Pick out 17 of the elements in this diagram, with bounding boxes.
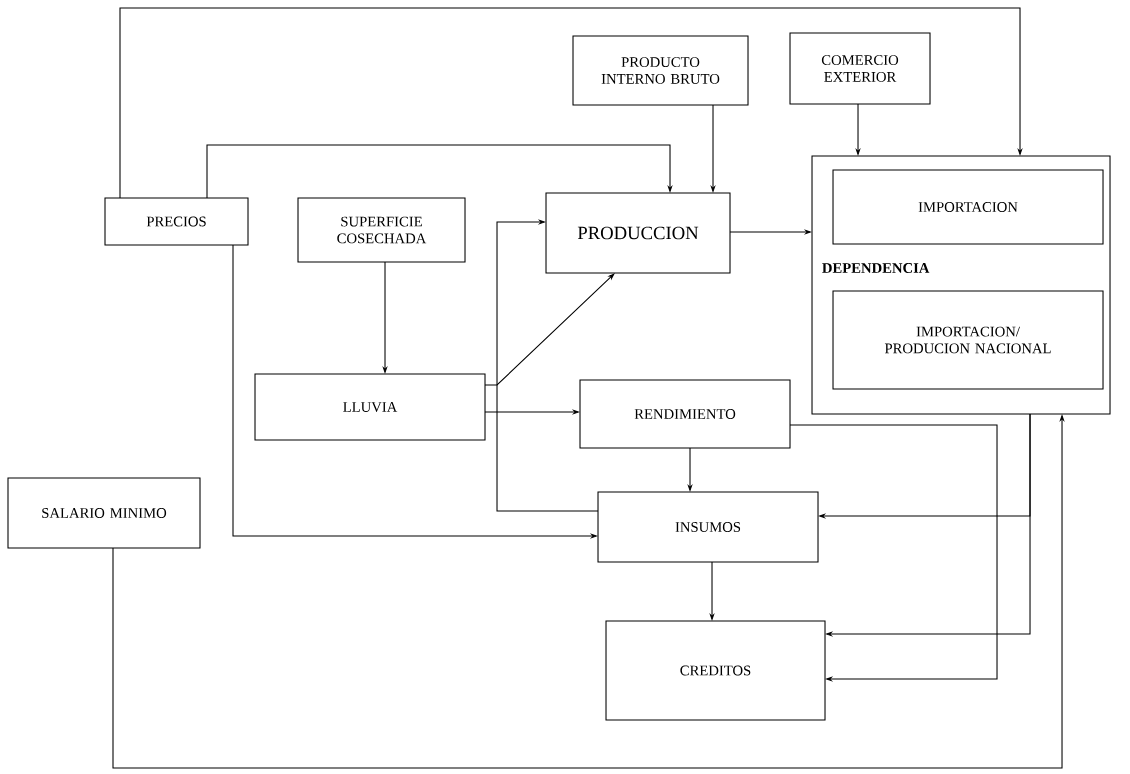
arrow xyxy=(484,273,615,386)
process-box: SALARIO MINIMO xyxy=(7,477,201,549)
arrow xyxy=(206,144,673,199)
process-box: SUPERFICIE COSECHADA xyxy=(297,197,466,263)
process-box: IMPORTACION xyxy=(832,169,1104,245)
process-box: PRECIOS xyxy=(104,197,249,246)
arrow xyxy=(496,219,599,512)
process-box: INSUMOS xyxy=(597,491,819,563)
process-box: LLUVIA xyxy=(254,373,486,441)
process-box: IMPORTACION/ PRODUCION NACIONAL xyxy=(832,290,1104,390)
arrow xyxy=(789,424,998,682)
process-box: PRODUCTO INTERNO BRUTO xyxy=(572,35,749,106)
process-box: PRODUCCION xyxy=(545,192,731,274)
process-box: RENDIMIENTO xyxy=(579,379,791,449)
arrow xyxy=(119,7,1023,199)
process-box: CREDITOS xyxy=(605,620,826,721)
process-box: COMERCIO EXTERIOR xyxy=(789,32,931,105)
